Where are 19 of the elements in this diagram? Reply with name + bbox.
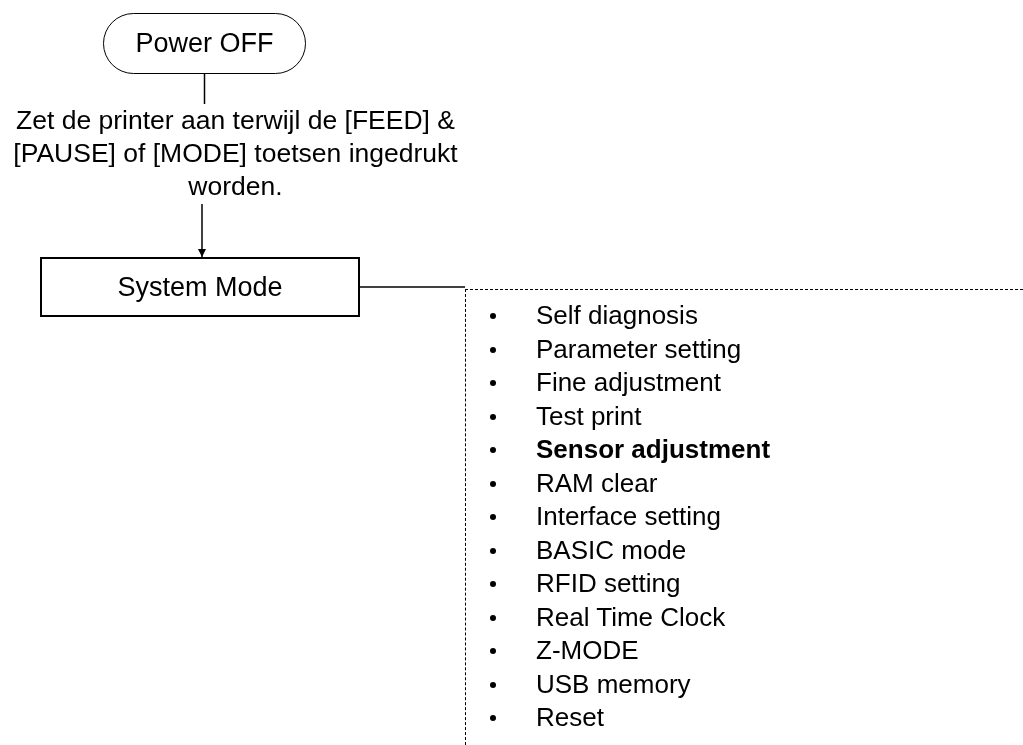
list-item: Real Time Clock bbox=[490, 600, 726, 634]
list-item: Test print bbox=[490, 399, 642, 433]
instruction-text: Zet de printer aan terwijl de [FEED] & [PAUSE] of [MODE] toetsen ingedrukt worden. bbox=[8, 104, 463, 204]
list-item: Fine adjustment bbox=[490, 366, 721, 400]
list-item: Interface setting bbox=[490, 500, 721, 534]
list-item: RFID setting bbox=[490, 567, 681, 601]
process-box: System Mode bbox=[40, 257, 360, 317]
list-item: Z-MODE bbox=[490, 634, 639, 668]
list-item: USB memory bbox=[490, 667, 691, 701]
list-item: Parameter setting bbox=[490, 332, 742, 366]
list-item: RAM clear bbox=[490, 466, 658, 500]
connector-line bbox=[359, 286, 466, 288]
list-item: BASIC mode bbox=[490, 533, 687, 567]
arrow bbox=[198, 203, 206, 258]
dashed-bracket bbox=[465, 289, 1023, 745]
list-item: Sensor adjustment bbox=[490, 433, 771, 467]
connector-line bbox=[203, 73, 206, 105]
list-item: Self diagnosis bbox=[490, 299, 698, 333]
list-item: Reset bbox=[490, 701, 604, 735]
